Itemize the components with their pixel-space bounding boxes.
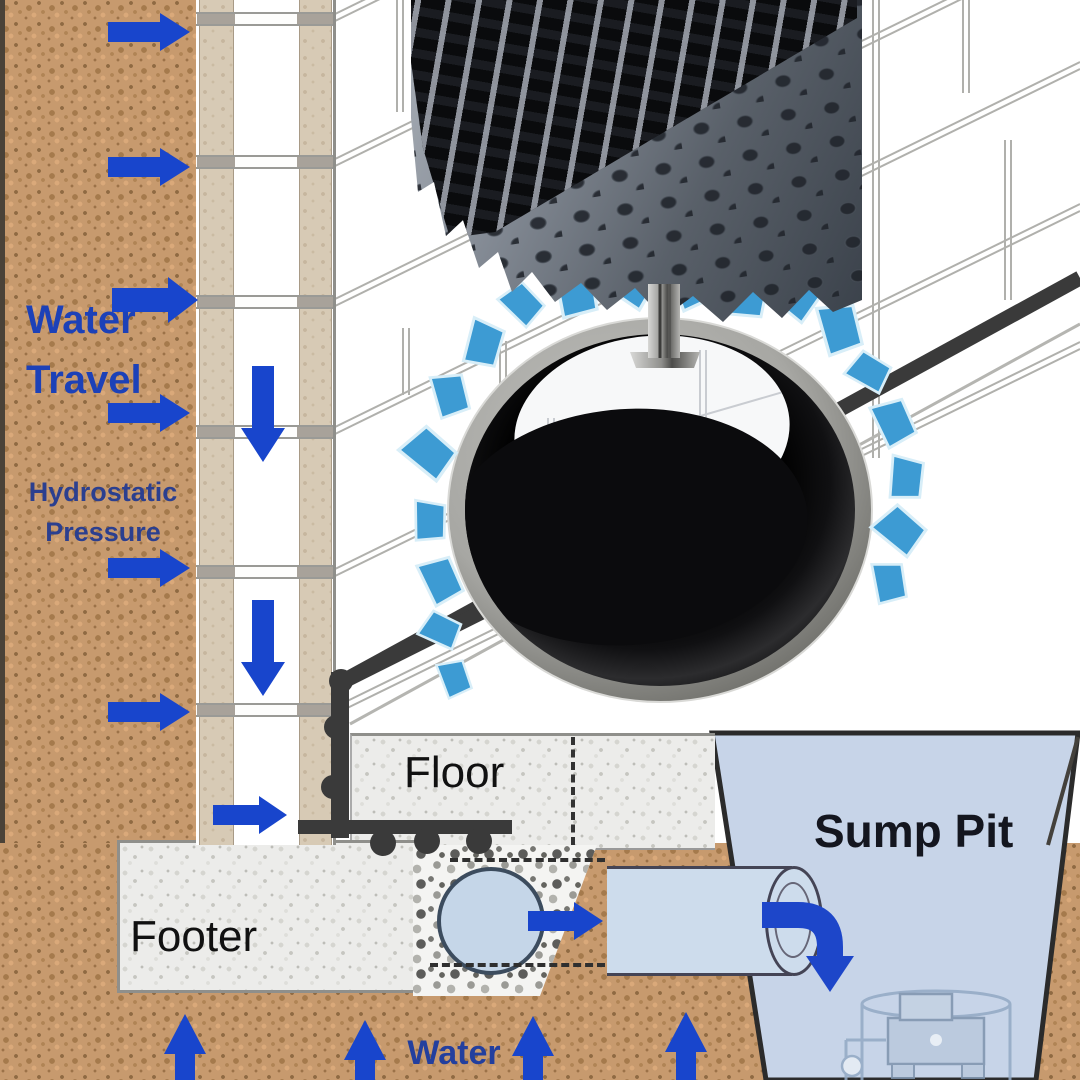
dimpled-membrane-photo — [411, 0, 862, 322]
sump-pit-label: Sump Pit — [814, 805, 1014, 857]
right-arrow-icon — [108, 394, 190, 432]
up-arrow-icon — [164, 1014, 206, 1080]
mortar-joint — [196, 565, 333, 579]
up-arrow-icon — [665, 1012, 707, 1080]
mortar-joint — [196, 295, 333, 309]
down-arrow-icon — [241, 366, 285, 462]
hydrostatic-line2: Pressure — [45, 517, 161, 547]
right-arrow-icon — [108, 549, 190, 587]
mortar-joint — [196, 155, 333, 169]
right-arrow-icon — [108, 148, 190, 186]
floor-label: Floor — [404, 748, 505, 797]
floor-dashed-joint — [571, 737, 575, 845]
hydrostatic-pressure-label: Hydrostatic Pressure — [22, 472, 184, 552]
right-arrow-icon — [108, 693, 190, 731]
discharge-pipe-body — [607, 866, 792, 976]
down-arrow-icon — [241, 600, 285, 696]
water-table-label: Water Table — [394, 1032, 514, 1080]
water-travel-line1: Water — [26, 298, 136, 342]
right-arrow-icon — [108, 13, 190, 51]
block-wall-section — [196, 0, 336, 845]
water-table-line1: Water — [407, 1034, 501, 1072]
curved-down-arrow-icon — [762, 902, 854, 992]
hidden-pipe-dash-bottom — [430, 963, 605, 967]
up-arrow-icon — [512, 1016, 554, 1080]
water-travel-label: Water Travel — [26, 290, 142, 410]
water-travel-line2: Travel — [26, 358, 142, 402]
water-table-line2: Table — [394, 1074, 514, 1080]
soil-left-dark-edge — [0, 0, 5, 1080]
mortar-joint — [196, 703, 333, 717]
hydrostatic-line1: Hydrostatic — [28, 477, 178, 507]
drain-tile-cross-section — [437, 867, 545, 975]
up-arrow-icon — [344, 1020, 386, 1080]
footer-block — [117, 840, 419, 993]
footer-label: Footer — [130, 912, 258, 961]
right-arrow-icon — [213, 796, 287, 834]
hidden-pipe-dash-top — [450, 858, 605, 862]
mortar-joint — [196, 12, 333, 26]
right-arrow-icon — [112, 277, 198, 323]
right-arrow-icon — [528, 902, 603, 940]
